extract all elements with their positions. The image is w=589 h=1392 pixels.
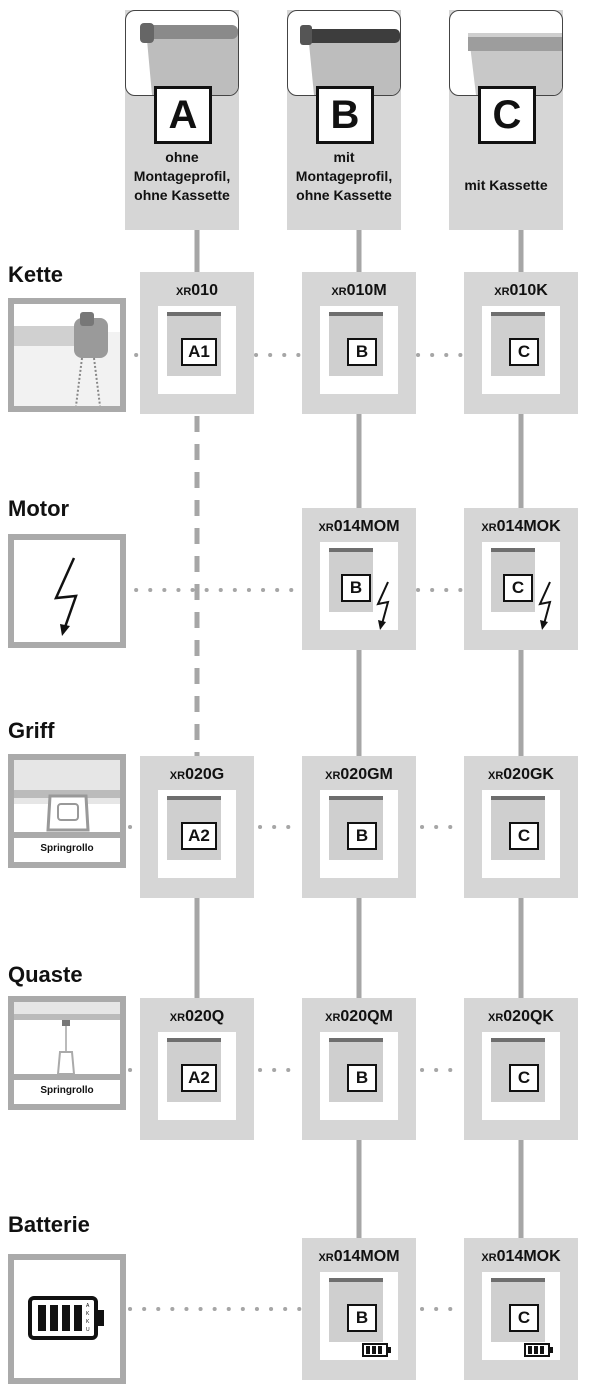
column-desc-line: ohne Kassette <box>134 187 230 203</box>
column-desc-line: ohne <box>165 149 199 165</box>
product-card-xr010k: XR010K C <box>464 272 578 414</box>
variant-badge: C <box>509 338 539 366</box>
icon-caption: Springrollo <box>14 832 120 862</box>
product-card-xr014mom: XR014MOM B <box>302 508 416 650</box>
roller-blind-image: C <box>482 542 560 630</box>
row-label-griff: Griff <box>8 718 55 743</box>
variant-badge: B <box>347 1304 377 1332</box>
variant-badge: B <box>347 338 377 366</box>
roller-blind-image: C <box>482 790 560 878</box>
roller-blind-image: B <box>320 790 398 878</box>
variant-badge: C <box>509 822 539 850</box>
roller-blind-image: C <box>482 1032 560 1120</box>
product-code: XR020QM <box>325 1008 393 1025</box>
column-desc-line: Montageprofil, <box>133 168 231 184</box>
product-card-xr014mom-akku: XR014MOM B <box>302 1238 416 1380</box>
roller-blind-image: A2 <box>158 1032 236 1120</box>
column-header-a: A ohne Montageprofil, ohne Kassette <box>125 10 239 230</box>
column-desc-line: Montageprofil, <box>295 168 393 184</box>
battery-icon: AKKU <box>8 1254 126 1384</box>
product-card-xr014mok: XR014MOK C <box>464 508 578 650</box>
product-card-xr010: XR010 A1 <box>140 272 254 414</box>
product-code: XR014MOM <box>318 1248 400 1265</box>
roller-with-profile-image <box>287 10 401 96</box>
product-code: XR020QK <box>488 1008 554 1025</box>
roller-blind-image: A1 <box>158 306 236 394</box>
product-card-xr020qk: XR020QK C <box>464 998 578 1140</box>
roller-blind-image: C <box>482 1272 560 1360</box>
product-code: XR020GK <box>488 766 554 783</box>
row-label-motor: Motor <box>8 496 70 521</box>
roller-blind-image: B <box>320 1032 398 1120</box>
roller-blind-image: B <box>320 306 398 394</box>
product-card-xr020q: XR020Q A2 <box>140 998 254 1140</box>
lightning-icon <box>8 534 126 648</box>
product-code: XR010K <box>494 282 548 299</box>
tassel-icon: Springrollo <box>8 996 126 1110</box>
product-card-xr020g: XR020G A2 <box>140 756 254 898</box>
row-label-batterie: Batterie <box>8 1212 90 1237</box>
product-code: XR020GM <box>325 766 393 783</box>
product-code: XR014MOK <box>481 518 561 535</box>
variant-badge: A2 <box>181 1064 217 1092</box>
product-code: XR020G <box>169 766 225 783</box>
lightning-icon <box>376 581 390 630</box>
column-desc-line: ohne Kassette <box>296 187 392 203</box>
product-code: XR014MOM <box>318 518 400 535</box>
battery-icon <box>362 1343 391 1357</box>
battery-label: AKKU <box>86 1303 90 1333</box>
variant-badge: A1 <box>181 338 217 366</box>
product-code: XR010M <box>331 282 387 299</box>
roller-no-profile-image <box>125 10 239 96</box>
roller-blind-image: B <box>320 542 398 630</box>
lightning-icon <box>538 581 552 630</box>
product-card-xr010m: XR010M B <box>302 272 416 414</box>
column-letter: C <box>478 86 536 144</box>
variant-badge: B <box>341 574 371 602</box>
column-letter: B <box>316 86 374 144</box>
column-header-b: B mit Montageprofil, ohne Kassette <box>287 10 401 230</box>
roller-blind-image: A2 <box>158 790 236 878</box>
product-code: XR010 <box>176 282 218 299</box>
column-desc-line: mit Kassette <box>464 177 548 193</box>
battery-icon <box>524 1343 553 1357</box>
column-desc-line: mit <box>333 149 355 165</box>
handle-icon: Springrollo <box>8 754 126 868</box>
variant-badge: B <box>347 1064 377 1092</box>
product-code: XR014MOK <box>481 1248 561 1265</box>
product-card-xr020gm: XR020GM B <box>302 756 416 898</box>
roller-cassette-image <box>449 10 563 96</box>
roller-blind-image: C <box>482 306 560 394</box>
row-label-kette: Kette <box>8 262 64 287</box>
variant-badge: C <box>509 1064 539 1092</box>
column-header-c: C mit Kassette <box>449 10 563 230</box>
variant-badge: C <box>503 574 533 602</box>
product-code: XR020Q <box>169 1008 225 1025</box>
column-letter: A <box>154 86 212 144</box>
product-card-xr020gk: XR020GK C <box>464 756 578 898</box>
variant-badge: A2 <box>181 822 217 850</box>
product-card-xr014mok-akku: XR014MOK C <box>464 1238 578 1380</box>
variant-badge: B <box>347 822 377 850</box>
roller-blind-image: B <box>320 1272 398 1360</box>
row-label-quaste: Quaste <box>8 962 83 987</box>
product-card-xr020qm: XR020QM B <box>302 998 416 1140</box>
icon-caption: Springrollo <box>14 1074 120 1104</box>
variant-badge: C <box>509 1304 539 1332</box>
chain-roller-icon <box>8 298 126 412</box>
